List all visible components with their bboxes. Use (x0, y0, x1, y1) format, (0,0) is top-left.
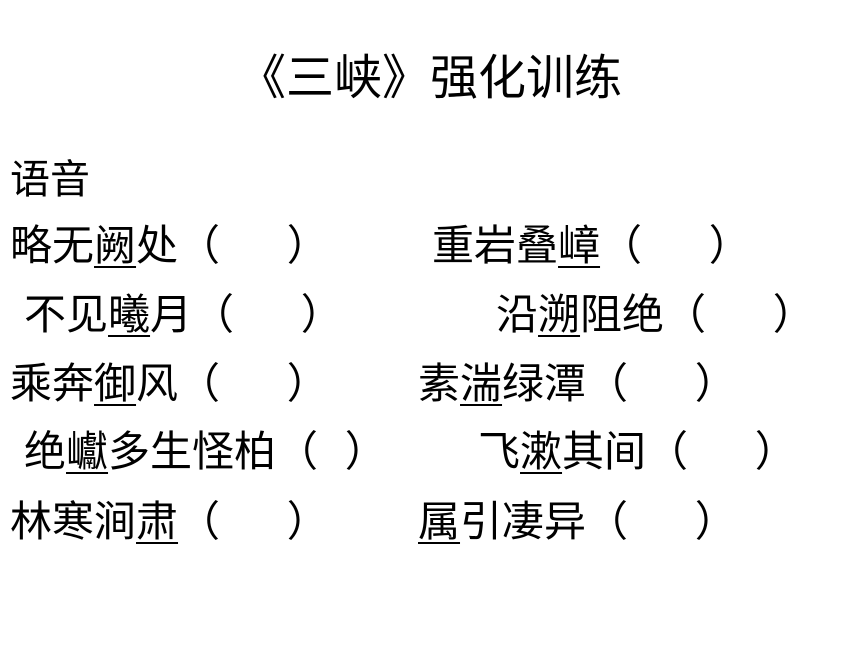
pronunciation-item: 乘奔御风（ ） (10, 358, 329, 410)
pronunciation-item: 素湍绿潭（ ） (418, 358, 737, 410)
phrase-prefix: 绝 (24, 427, 67, 476)
phrase-suffix: 月 (150, 290, 193, 339)
target-character: 曦 (108, 290, 151, 339)
answer-blank: （ ） (600, 221, 751, 270)
section-label: 语音 (10, 157, 90, 203)
phrase-suffix: 多生怪柏 (108, 427, 277, 476)
pronunciation-item: 重岩叠嶂（ ） (432, 220, 751, 272)
target-character: 湍 (460, 359, 503, 408)
answer-blank: （ ） (178, 221, 329, 270)
target-character: 肃 (136, 497, 179, 546)
target-character: 嶂 (558, 221, 601, 270)
target-character: 漱 (520, 427, 563, 476)
answer-blank: （ ） (646, 427, 797, 476)
answer-blank: （ ） (664, 290, 815, 339)
pronunciation-item: 属引凄异（ ） (418, 496, 737, 548)
answer-blank: （ ） (178, 497, 329, 546)
phrase-suffix: 其间 (562, 427, 647, 476)
phrase-prefix: 略无 (10, 221, 95, 270)
phrase-suffix: 风 (136, 359, 179, 408)
answer-blank: （ ） (586, 497, 737, 546)
answer-blank: （ ） (192, 290, 343, 339)
phrase-prefix: 林寒涧 (10, 497, 137, 546)
target-character: 溯 (538, 290, 581, 339)
phrase-suffix: 阻绝 (580, 290, 665, 339)
pronunciation-item: 绝巘多生怪柏（ ） (24, 426, 387, 478)
pronunciation-item: 不见曦月（ ） (24, 289, 343, 341)
pronunciation-item: 飞漱其间（ ） (478, 426, 797, 478)
phrase-prefix: 飞 (478, 427, 521, 476)
phrase-suffix: 处 (136, 221, 179, 270)
phrase-prefix: 重岩叠 (432, 221, 559, 270)
phrase-suffix: 引凄异 (460, 497, 587, 546)
phrase-prefix: 沿 (496, 290, 539, 339)
target-character: 御 (94, 359, 137, 408)
phrase-prefix: 不见 (24, 290, 109, 339)
target-character: 巘 (66, 427, 109, 476)
phrase-prefix: 乘奔 (10, 359, 95, 408)
target-character: 属 (418, 497, 461, 546)
answer-blank: （ ） (586, 359, 737, 408)
phrase-prefix: 素 (418, 359, 461, 408)
pronunciation-item: 林寒涧肃（ ） (10, 496, 329, 548)
pronunciation-item: 沿溯阻绝（ ） (496, 289, 815, 341)
answer-blank: （ ） (178, 359, 329, 408)
target-character: 阙 (94, 221, 137, 270)
pronunciation-item: 略无阙处（ ） (10, 220, 329, 272)
slide-title: 《三峡》强化训练 (237, 50, 622, 106)
answer-blank: （ ） (276, 427, 387, 476)
phrase-suffix: 绿潭 (502, 359, 587, 408)
